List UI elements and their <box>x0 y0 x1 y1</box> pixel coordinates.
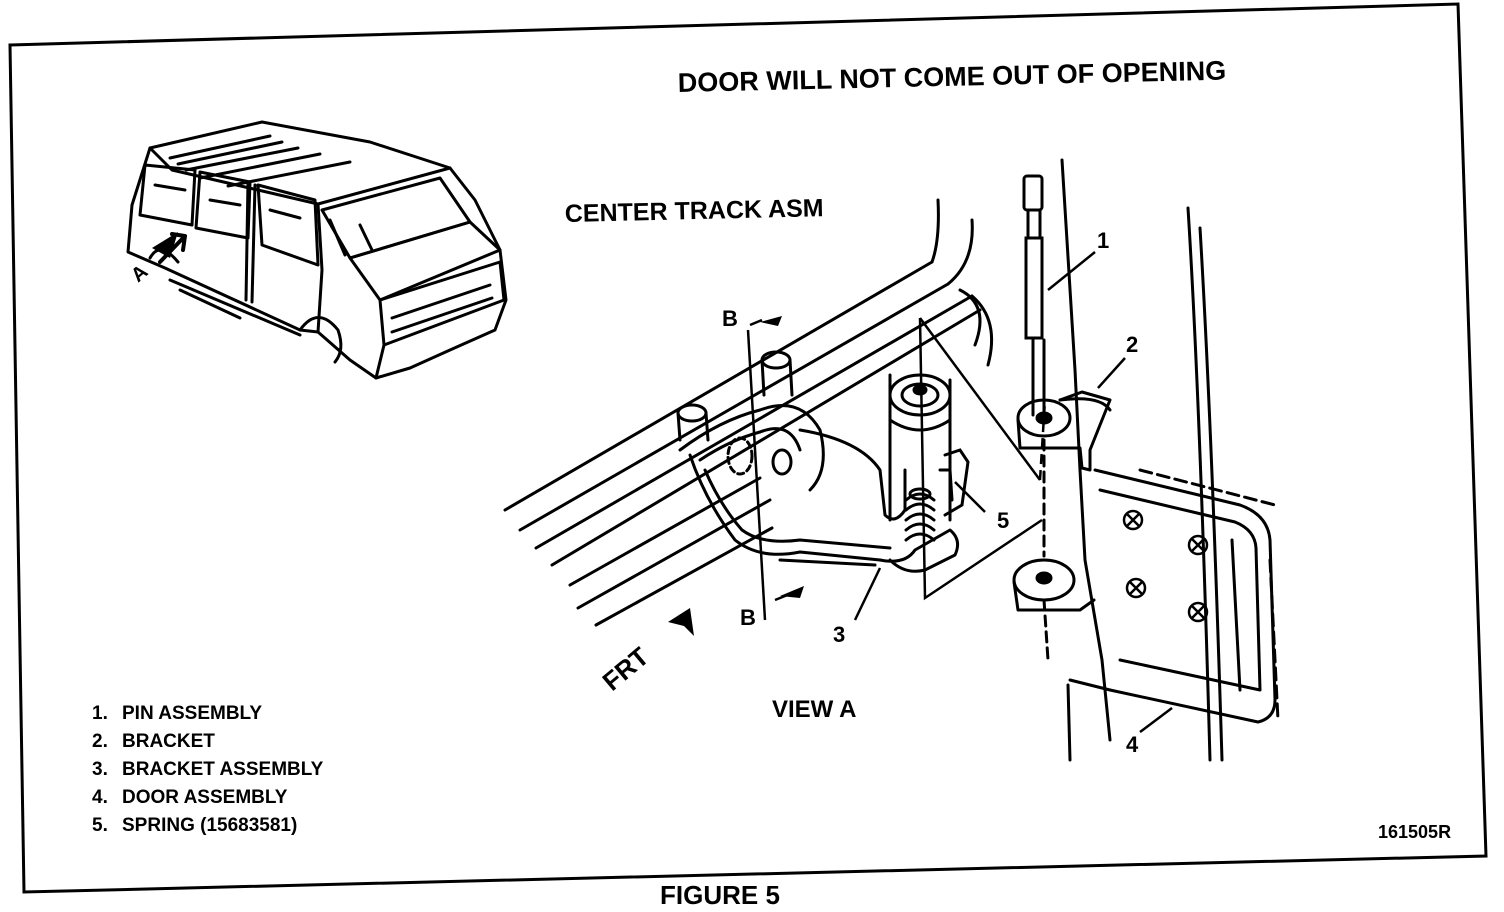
callout-2: 2 <box>1126 332 1138 357</box>
section-plane <box>746 317 1047 621</box>
view-label: VIEW A <box>772 696 856 723</box>
legend-item: 3. BRACKET ASSEMBLY <box>92 756 323 784</box>
legend-text: PIN ASSEMBLY <box>122 703 263 724</box>
screw-icon <box>1122 509 1209 623</box>
legend-text: SPRING (15683581) <box>122 815 298 836</box>
legend-item: 1. PIN ASSEMBLY <box>92 700 323 728</box>
front-arrow-icon <box>668 608 694 636</box>
diagram-title: DOOR WILL NOT COME OUT OF OPENING <box>677 56 1226 98</box>
section-label-bottom: B <box>740 605 756 630</box>
legend-number: 4. <box>92 787 108 808</box>
pin-assembly <box>1022 174 1046 417</box>
door-arrow-icon <box>152 232 178 258</box>
legend-number: 2. <box>92 731 108 752</box>
legend-text: DOOR ASSEMBLY <box>122 787 288 808</box>
section-arrow-top-icon <box>760 316 782 326</box>
van-illustration-icon <box>126 120 508 380</box>
legend-text: BRACKET ASSEMBLY <box>122 759 324 780</box>
drawing-id: 161505R <box>1378 822 1452 842</box>
figure-border <box>8 2 1488 894</box>
legend-item: 4. DOOR ASSEMBLY <box>92 784 323 812</box>
parts-legend: 1. PIN ASSEMBLY 2. BRACKET 3. BRACKET ASSEM… <box>92 700 323 840</box>
view-arrow-label: A <box>127 261 152 287</box>
legend-number: 1. <box>92 703 108 724</box>
legend-text: BRACKET <box>122 731 215 752</box>
legend-number: 5. <box>92 815 108 836</box>
spring-icon <box>888 373 970 542</box>
section-arrow-bottom-icon <box>780 586 804 598</box>
legend-number: 3. <box>92 759 108 780</box>
callout-3: 3 <box>833 622 845 647</box>
callout-4: 4 <box>1126 732 1139 757</box>
legend-item: 5. SPRING (15683581) <box>92 812 323 840</box>
section-label-top: B <box>722 306 738 331</box>
door-assembly <box>1012 158 1280 762</box>
figure-caption: FIGURE 5 <box>660 880 780 910</box>
legend-item: 2. BRACKET <box>92 728 323 756</box>
callout-5: 5 <box>997 508 1009 533</box>
callout-1: 1 <box>1097 228 1109 253</box>
front-label: FRT <box>597 641 655 697</box>
bracket-assembly <box>678 404 960 573</box>
callout-leaders <box>853 251 1173 733</box>
center-track-label: CENTER TRACK ASM <box>565 194 824 228</box>
